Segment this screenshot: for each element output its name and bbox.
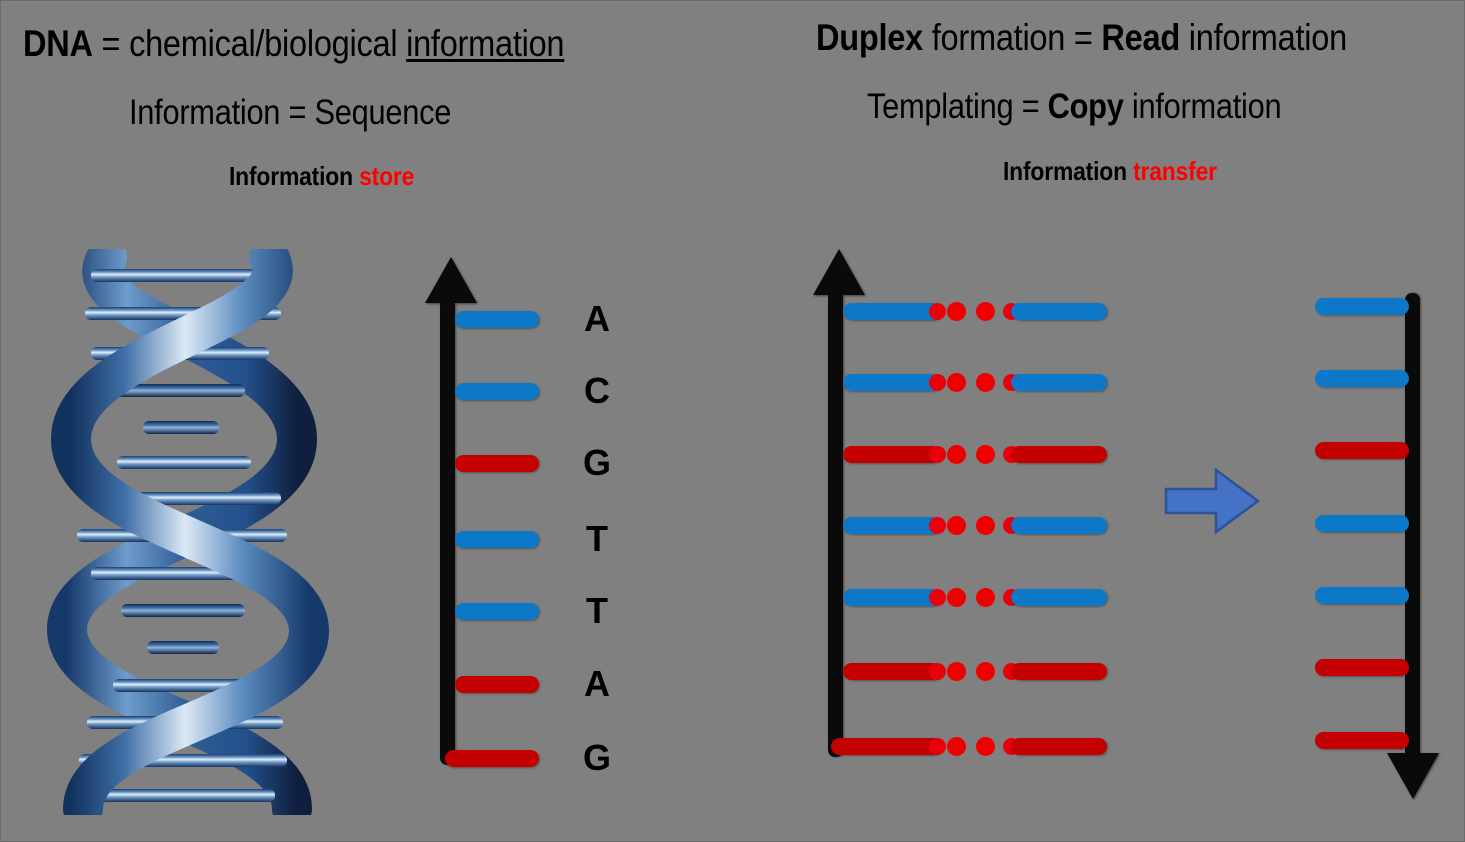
hbond-dot-2a bbox=[947, 373, 966, 392]
base-letter-2: C bbox=[584, 370, 610, 411]
hbond-dot-5a bbox=[947, 588, 966, 607]
left-heading-line1-underlined: information bbox=[406, 23, 565, 64]
hbond-dot-3b bbox=[976, 445, 995, 464]
right-heading-line1-bold2: Read bbox=[1101, 17, 1180, 58]
duplex-left-rung-7 bbox=[831, 738, 941, 755]
copy-rung-7 bbox=[1315, 732, 1409, 749]
duplex-left-cap-7 bbox=[929, 738, 946, 755]
copy-axis-line bbox=[1405, 293, 1420, 763]
hbond-dot-5b bbox=[976, 588, 995, 607]
duplex-left-cap-1 bbox=[929, 303, 946, 320]
duplex-left-cap-6 bbox=[929, 663, 946, 680]
duplex-left-rung-1 bbox=[843, 303, 941, 320]
duplex-right-rung-7 bbox=[1011, 738, 1107, 755]
strand-axis-line bbox=[440, 299, 455, 765]
right-heading-line3-red: transfer bbox=[1133, 156, 1217, 186]
duplex-arrow-up-head bbox=[813, 249, 865, 295]
hbond-dot-1a bbox=[947, 302, 966, 321]
duplex-right-rung-5 bbox=[1011, 589, 1107, 606]
duplex-right-rung-4 bbox=[1011, 517, 1107, 534]
duplex-left-rung-3 bbox=[843, 446, 941, 463]
right-heading-line1: Duplex formation = Read information bbox=[816, 19, 1419, 56]
hbond-dot-2b bbox=[976, 373, 995, 392]
duplex-left-cap-2 bbox=[929, 374, 946, 391]
right-heading-line2-bold: Copy bbox=[1047, 87, 1124, 126]
copy-rung-3 bbox=[1315, 442, 1409, 459]
duplex-right-rung-3 bbox=[1011, 446, 1107, 463]
copy-arrow-down-head bbox=[1387, 753, 1439, 799]
right-heading-line1-mid: formation = bbox=[922, 17, 1102, 58]
base-rung-7 bbox=[445, 750, 539, 767]
duplex-axis-line bbox=[828, 291, 843, 757]
duplex-left-rung-5 bbox=[843, 589, 941, 606]
base-rung-1 bbox=[455, 311, 539, 328]
duplex-right-rung-1 bbox=[1011, 303, 1107, 320]
base-letter-4: T bbox=[586, 518, 608, 559]
left-heading-line1: DNA = chemical/biological information bbox=[23, 25, 638, 62]
hbond-dot-3a bbox=[947, 445, 966, 464]
copy-rung-6 bbox=[1315, 659, 1409, 676]
left-heading-line3-black: Information bbox=[229, 161, 360, 191]
duplex-left-cap-4 bbox=[929, 517, 946, 534]
base-rung-4 bbox=[455, 531, 539, 548]
right-block-arrow-icon bbox=[1164, 467, 1260, 535]
right-heading-line3-black: Information bbox=[1003, 156, 1134, 186]
base-letter-1: A bbox=[584, 298, 610, 339]
left-heading-line1-bold: DNA bbox=[23, 23, 93, 64]
base-rung-6 bbox=[455, 676, 539, 693]
duplex-right-rung-2 bbox=[1011, 374, 1107, 391]
base-rung-3 bbox=[455, 455, 539, 472]
base-rung-2 bbox=[455, 383, 539, 400]
base-letter-7: G bbox=[582, 737, 611, 778]
strand-arrow-up-head bbox=[425, 257, 477, 303]
duplex-right-rung-6 bbox=[1011, 663, 1107, 680]
hbond-dot-6b bbox=[976, 662, 995, 681]
right-heading-line1-end: information bbox=[1179, 17, 1347, 58]
base-rung-5 bbox=[455, 603, 539, 620]
left-heading-line2: Information = Sequence bbox=[129, 95, 495, 130]
base-letter-6: A bbox=[584, 663, 610, 704]
duplex-left-cap-3 bbox=[929, 446, 946, 463]
left-heading-line2-text: Information = Sequence bbox=[129, 93, 452, 132]
duplex-left-rung-2 bbox=[843, 374, 941, 391]
right-heading-line3: Information transfer bbox=[1003, 158, 1246, 184]
left-heading-line3: Information store bbox=[229, 163, 439, 189]
left-heading-line3-red: store bbox=[359, 161, 415, 191]
right-heading-line2-end: information bbox=[1123, 87, 1282, 126]
base-letter-5: T bbox=[586, 590, 608, 631]
hbond-dot-6a bbox=[947, 662, 966, 681]
copy-rung-2 bbox=[1315, 370, 1409, 387]
copy-rung-1 bbox=[1315, 298, 1409, 315]
hbond-dot-4a bbox=[947, 516, 966, 535]
right-heading-line2-start: Templating = bbox=[867, 87, 1048, 126]
right-heading-line1-bold: Duplex bbox=[816, 17, 923, 58]
left-heading-line1-mid: = chemical/biological bbox=[92, 23, 407, 64]
hbond-dot-7b bbox=[976, 737, 995, 756]
duplex-left-cap-5 bbox=[929, 589, 946, 606]
base-letter-3: G bbox=[582, 442, 611, 483]
copy-rung-5 bbox=[1315, 587, 1409, 604]
hbond-dot-4b bbox=[976, 516, 995, 535]
duplex-left-rung-6 bbox=[843, 663, 941, 680]
dna-double-helix-icon bbox=[47, 249, 329, 815]
hbond-dot-1b bbox=[976, 302, 995, 321]
right-heading-line2: Templating = Copy information bbox=[867, 89, 1338, 124]
duplex-left-rung-4 bbox=[843, 517, 941, 534]
hbond-dot-7a bbox=[947, 737, 966, 756]
copy-rung-4 bbox=[1315, 515, 1409, 532]
